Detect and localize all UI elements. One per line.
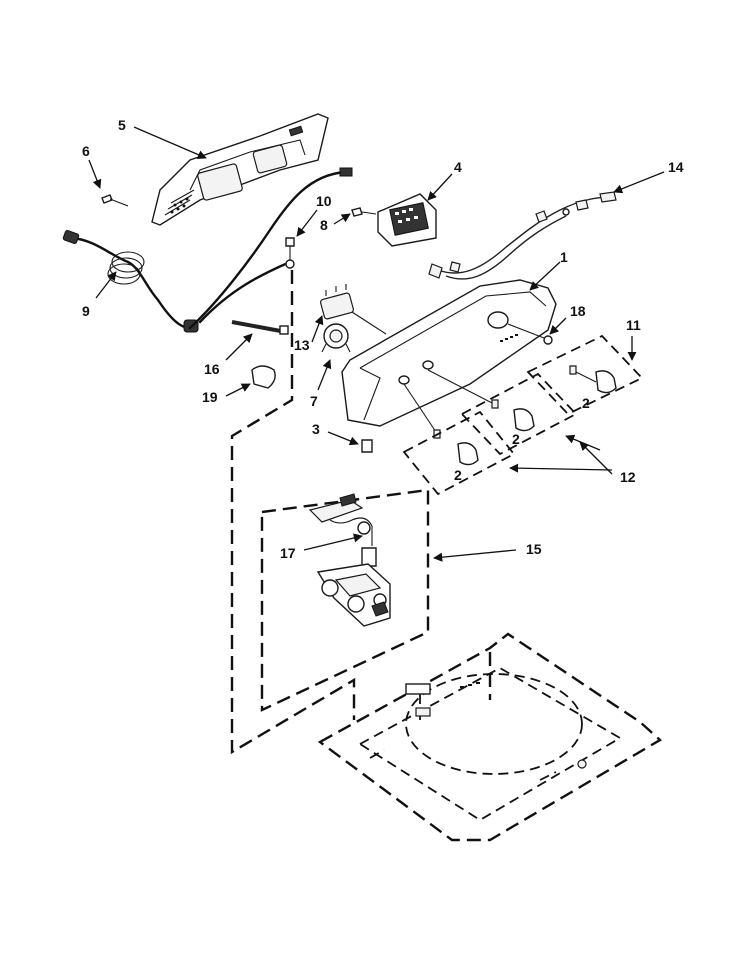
callout-18: 18 [570, 303, 586, 319]
callout-3: 3 [312, 421, 320, 437]
control-board [377, 193, 437, 247]
callout-19: 19 [202, 389, 218, 405]
callout-15: 15 [526, 541, 542, 557]
callout-1: 1 [560, 249, 568, 265]
callout-7: 7 [310, 393, 318, 409]
callout-16: 16 [204, 361, 220, 377]
valve-assembly-15 [260, 488, 430, 712]
tie-16 [231, 320, 289, 335]
callout-4: 4 [454, 159, 462, 175]
callout-6: 6 [82, 143, 90, 159]
rear-control-panel [151, 113, 329, 226]
callout-8: 8 [320, 217, 328, 233]
clip-3 [361, 439, 373, 453]
knob-top-right [569, 365, 617, 394]
callout-17: 17 [280, 545, 296, 561]
clip-19 [251, 365, 276, 389]
switch-13 [319, 284, 355, 320]
callout-13: 13 [294, 337, 310, 353]
callout-14: 14 [668, 159, 684, 175]
callout-11: 11 [626, 317, 641, 333]
callout-10: 10 [316, 193, 332, 209]
callout-2-left: 2 [454, 467, 462, 483]
dashed-assembly-lines [230, 270, 356, 755]
selector-7 [321, 323, 351, 353]
callout-labels: 1 2 2 2 3 4 5 6 7 8 9 10 11 12 13 14 15 … [82, 117, 684, 561]
leader-lines [88, 126, 665, 562]
knob-left [403, 383, 479, 466]
callout-5: 5 [118, 117, 126, 133]
callout-2-top-right: 2 [582, 395, 590, 411]
callout-2-middle: 2 [512, 431, 520, 447]
part-18 [507, 323, 553, 345]
knob-enclosures [402, 334, 644, 496]
wire-harness [428, 191, 617, 280]
washer-top [317, 632, 663, 842]
screw-10 [285, 237, 295, 269]
power-cord [62, 167, 353, 333]
callout-12: 12 [620, 469, 636, 485]
screw-8 [351, 207, 377, 217]
console [341, 279, 557, 427]
screw-6 [101, 194, 129, 207]
callout-9: 9 [82, 303, 90, 319]
knob-middle [427, 369, 535, 432]
